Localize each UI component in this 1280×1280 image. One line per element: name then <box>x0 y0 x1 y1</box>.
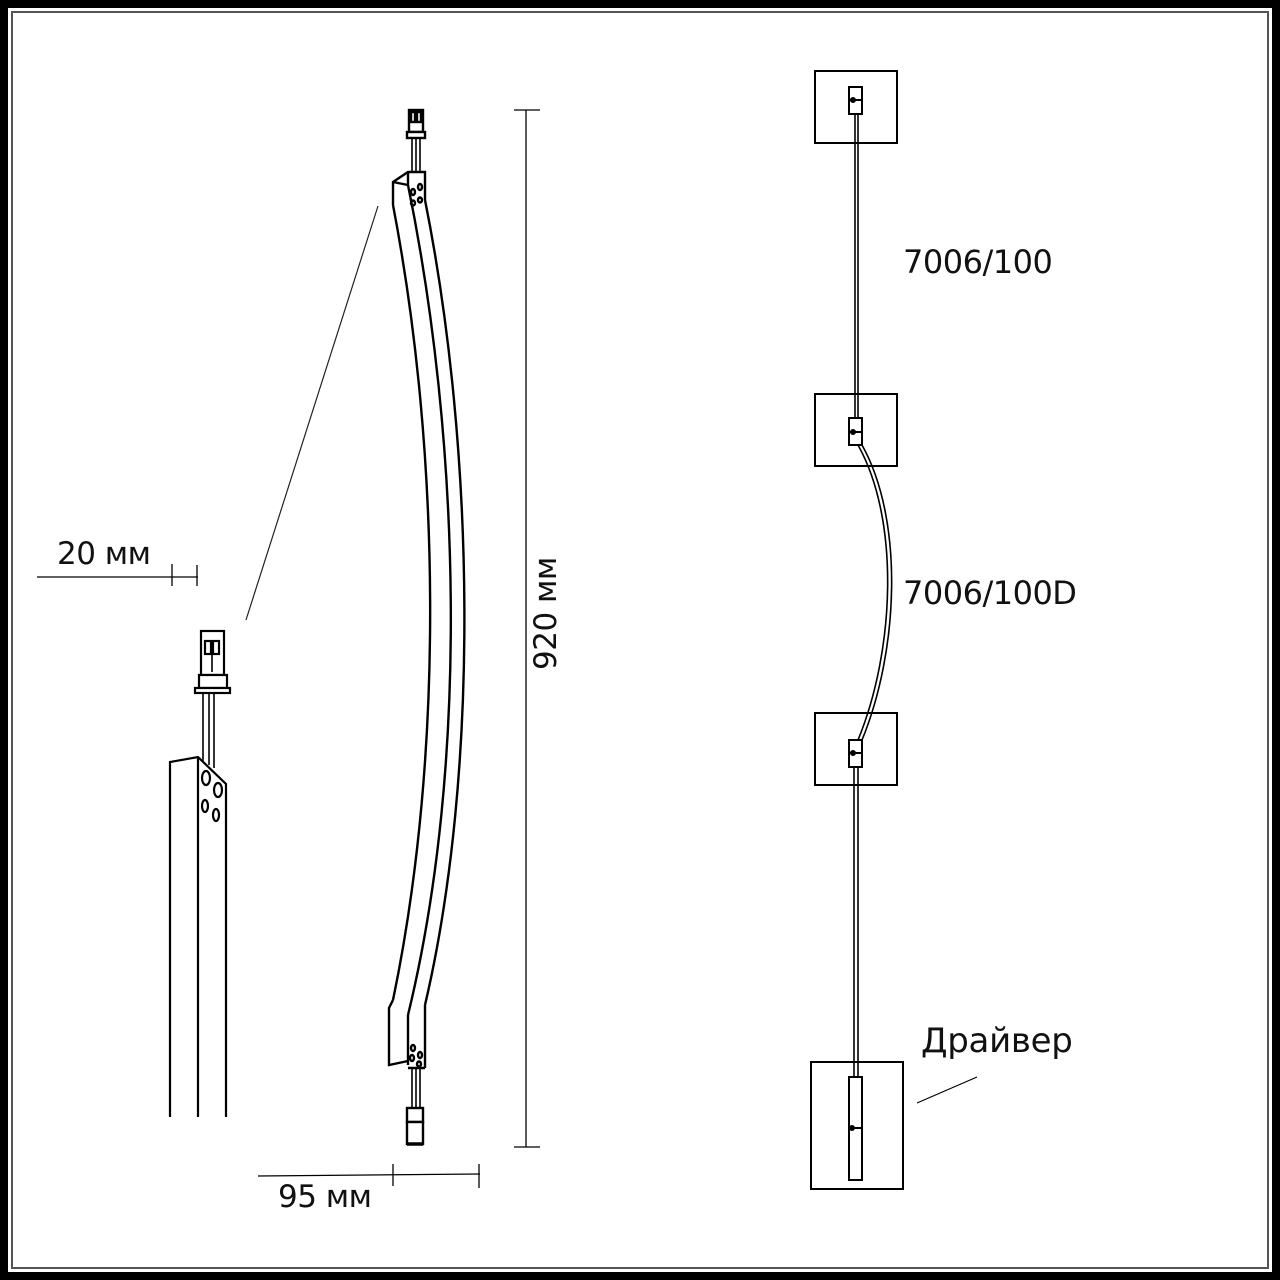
dimension-label-depth: 95 мм <box>278 1179 372 1215</box>
module-label-curved: 7006/100D <box>903 574 1077 612</box>
wall-mount-1 <box>814 70 898 144</box>
module-label-straight: 7006/100 <box>903 243 1053 281</box>
dimension-label-width: 20 мм <box>57 536 151 572</box>
driver-label: Драйвер <box>921 1021 1073 1061</box>
wiring-schematic <box>810 70 978 1190</box>
dimension-95mm <box>257 1164 481 1188</box>
wall-mount-2 <box>814 393 898 467</box>
dimension-20mm <box>37 564 198 586</box>
connector-detail-view <box>168 205 379 1117</box>
curved-lamp-bar <box>387 108 466 1146</box>
driver-box <box>810 1061 904 1190</box>
dimension-label-height: 920 мм <box>528 557 564 670</box>
wall-mount-3 <box>814 712 898 786</box>
inner-frame-border <box>11 11 1269 1269</box>
dimension-920mm <box>514 109 540 1148</box>
